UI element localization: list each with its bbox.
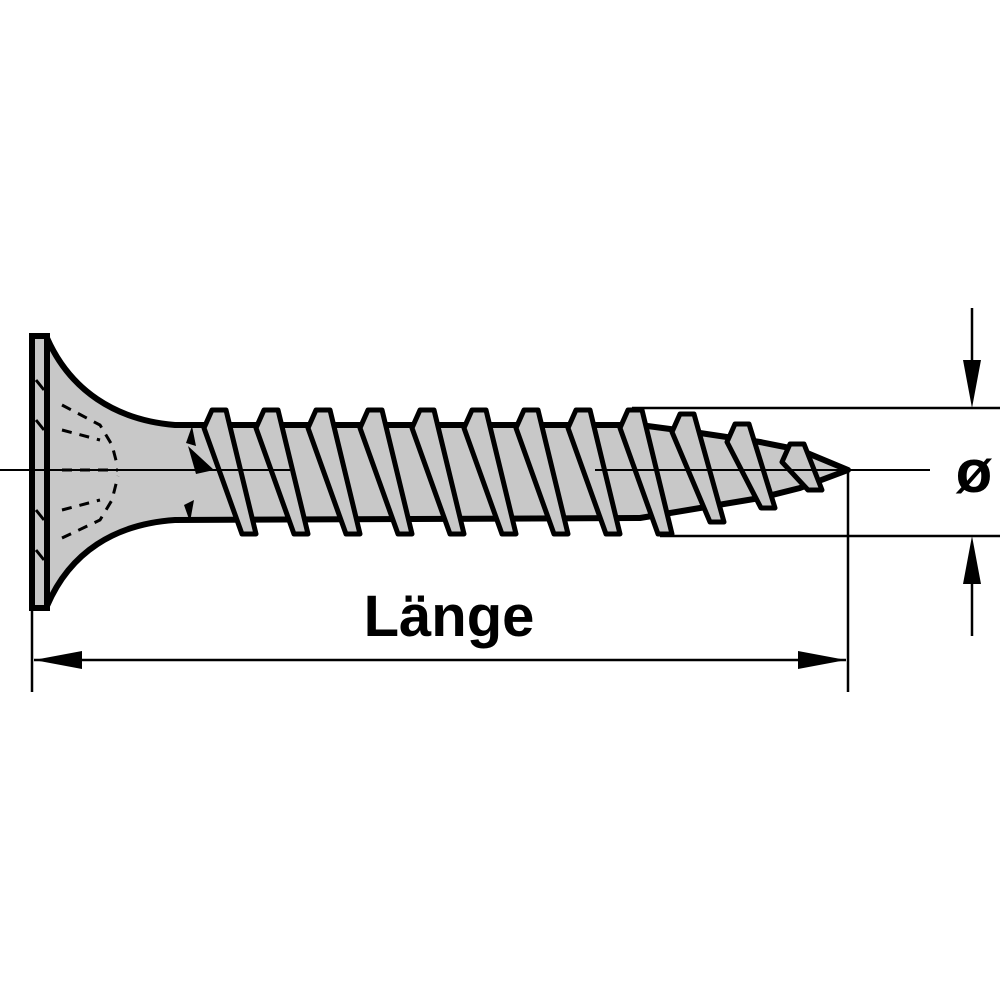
length-arrow-left: [34, 651, 82, 669]
under-head-notch-bottom: [184, 500, 194, 522]
diameter-label: ø: [956, 438, 993, 505]
length-dimension: [30, 470, 850, 692]
head-ribs: [34, 379, 46, 561]
thread-flight: [305, 407, 363, 537]
thread-flight: [565, 407, 623, 537]
diameter-dimension: [632, 308, 1000, 636]
thread-flight: [253, 407, 311, 537]
diameter-arrow-bottom: [963, 536, 981, 584]
thread-start-notch: [188, 446, 214, 474]
thread-flight: [409, 407, 467, 537]
thread-flight: [461, 407, 519, 537]
thread-flight: [513, 407, 571, 537]
diameter-arrow-top: [963, 360, 981, 408]
under-head-notch-top: [186, 426, 196, 446]
thread-flight: [724, 421, 778, 511]
thread-flight: [201, 407, 259, 537]
length-arrow-right: [798, 651, 846, 669]
thread-flight: [779, 441, 825, 493]
length-label: Länge: [364, 584, 535, 649]
screw: [29, 333, 851, 611]
screw-head-plate: [29, 333, 50, 611]
thread-flights: [188, 407, 825, 537]
thread-flight: [357, 407, 415, 537]
thread-flight: [617, 407, 675, 537]
thread-flight: [669, 411, 727, 525]
